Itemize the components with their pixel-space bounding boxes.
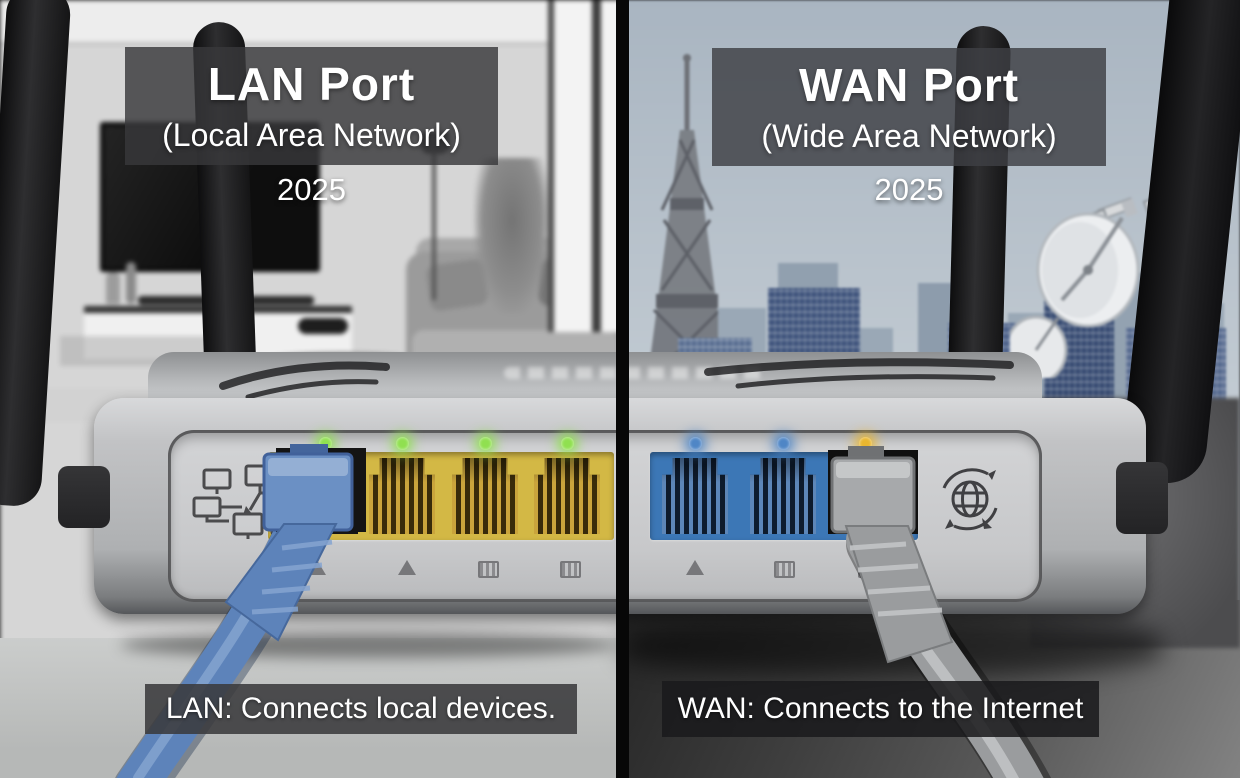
ceiling — [0, 0, 622, 45]
lan-led — [319, 437, 332, 450]
wan-subtitle: (Wide Area Network) — [761, 118, 1057, 154]
router-shadow — [622, 616, 1162, 676]
window — [548, 0, 624, 332]
wan-led — [777, 437, 790, 450]
port-symbol-icon — [774, 561, 795, 578]
lan-header-band: LAN Port (Local Area Network) — [125, 47, 498, 165]
lan-port — [534, 458, 600, 534]
wan-led — [859, 437, 872, 450]
wan-port-block — [650, 452, 918, 540]
window-frame — [592, 0, 601, 332]
wan-caption: WAN: Connects to the Internet — [662, 681, 1099, 737]
lan-port — [452, 458, 518, 534]
lan-led — [396, 437, 409, 450]
lan-led — [561, 437, 574, 450]
internet-globe-icon — [942, 468, 998, 531]
port-symbol-icon — [308, 560, 326, 575]
port-symbol-icon — [686, 560, 704, 575]
antenna-hinge — [1116, 462, 1168, 534]
wan-title: WAN Port — [798, 59, 1020, 111]
lan-title: LAN Port — [207, 58, 416, 110]
split-divider — [616, 0, 629, 778]
port-symbol-icon — [478, 561, 499, 578]
port-symbol-icon — [858, 561, 879, 578]
lan-devices-icon — [192, 464, 302, 539]
game-controller — [298, 318, 348, 334]
lan-caption: LAN: Connects local devices. — [145, 684, 577, 734]
vent-slots — [219, 358, 1014, 400]
decor-vase — [126, 262, 136, 304]
house-plant — [474, 158, 550, 314]
lan-port — [369, 458, 435, 534]
lan-port-block — [268, 452, 614, 540]
lan-led — [479, 437, 492, 450]
wan-header-band: WAN Port (Wide Area Network) — [712, 48, 1106, 166]
floor-lamp — [432, 150, 436, 300]
wan-port — [662, 458, 728, 534]
router-shadow — [120, 632, 616, 658]
wan-port — [750, 458, 816, 534]
wan-led — [689, 437, 702, 450]
wan-year: 2025 — [874, 172, 944, 207]
router-front-panel — [168, 430, 1042, 602]
lan-subtitle: (Local Area Network) — [162, 117, 461, 153]
brand-marking — [504, 367, 766, 379]
antenna-hinge — [58, 466, 110, 528]
port-symbol-icon — [398, 560, 416, 575]
decor-vase — [106, 272, 120, 304]
lan-year: 2025 — [277, 172, 346, 207]
wan-port — [832, 458, 898, 534]
port-symbol-icon — [560, 561, 581, 578]
